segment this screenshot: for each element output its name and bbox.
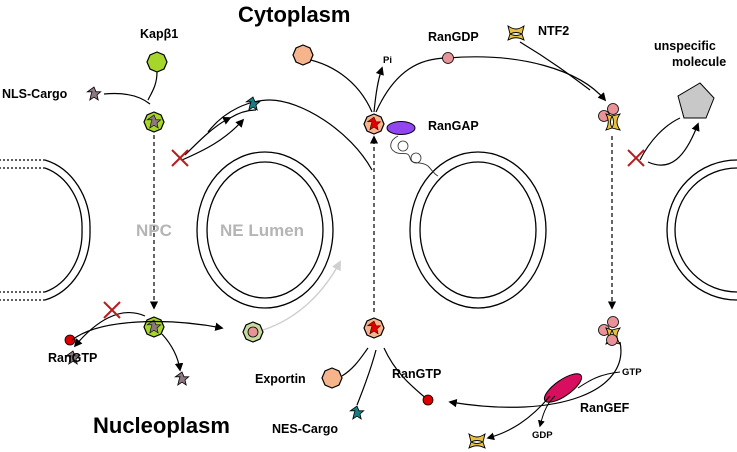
rangdp-icon bbox=[442, 52, 454, 64]
rangap-filament-icon bbox=[390, 135, 439, 177]
import-complex-nuclear-icon bbox=[143, 316, 165, 338]
nes-cargo-icon bbox=[349, 405, 365, 420]
ntf2-released-icon bbox=[468, 432, 486, 449]
cytoplasm-label: Cytoplasm bbox=[238, 2, 350, 27]
nucleoplasm-label: Nucleoplasm bbox=[93, 413, 230, 438]
rangtp-left-label: RanGTP bbox=[48, 351, 97, 365]
npc-label: NPC bbox=[136, 221, 172, 240]
kap-rangtp-complex-icon bbox=[242, 321, 264, 343]
rangef-icon bbox=[543, 373, 583, 403]
ntf2-rangdp-complex-nuclear-icon bbox=[598, 316, 622, 346]
blocked-cross-right-icon bbox=[627, 149, 645, 167]
free-cargo-star-icon bbox=[174, 371, 190, 386]
nes-cargo-label: NES-Cargo bbox=[272, 422, 338, 436]
ntf2-icon bbox=[507, 24, 525, 41]
nls-cargo-label: NLS-Cargo bbox=[2, 87, 68, 101]
nuclear-envelope bbox=[0, 151, 737, 309]
rangap-icon bbox=[386, 121, 416, 135]
ne-lumen-label: NE Lumen bbox=[220, 221, 304, 240]
kapb1-icon bbox=[146, 51, 168, 73]
export-complex-cytoplasmic-icon bbox=[363, 113, 385, 135]
blocked-cross-icon bbox=[103, 301, 121, 319]
nls-cargo-star-icon bbox=[86, 86, 102, 101]
gdp-label: GDP bbox=[532, 430, 553, 441]
ntf2-rangdp-complex-icon bbox=[598, 103, 622, 131]
pi-label: Pi bbox=[383, 55, 392, 66]
exportin-label: Exportin bbox=[255, 372, 306, 386]
rangtp-left-icon bbox=[64, 334, 76, 346]
exportin-icon bbox=[321, 367, 343, 389]
rangtp-right-icon bbox=[422, 394, 434, 406]
unspecific-label-line2: molecule bbox=[672, 55, 726, 69]
exportin-released-icon bbox=[292, 44, 314, 66]
ntf2-label: NTF2 bbox=[538, 24, 569, 38]
gtp-label: GTP bbox=[622, 367, 642, 378]
rangap-label: RanGAP bbox=[428, 119, 479, 133]
unspecific-label-line1: unspecific bbox=[654, 39, 716, 53]
rangtp-right-label: RanGTP bbox=[392, 367, 441, 381]
rangef-label: RanGEF bbox=[580, 401, 630, 415]
blocked-cross-top-icon bbox=[171, 149, 189, 167]
import-complex-icon bbox=[143, 111, 165, 133]
unspecific-molecule-icon bbox=[677, 82, 715, 119]
kapb1-label: Kapβ1 bbox=[140, 27, 178, 41]
rangdp-label: RanGDP bbox=[428, 30, 479, 44]
export-complex-nuclear-icon bbox=[363, 317, 385, 339]
